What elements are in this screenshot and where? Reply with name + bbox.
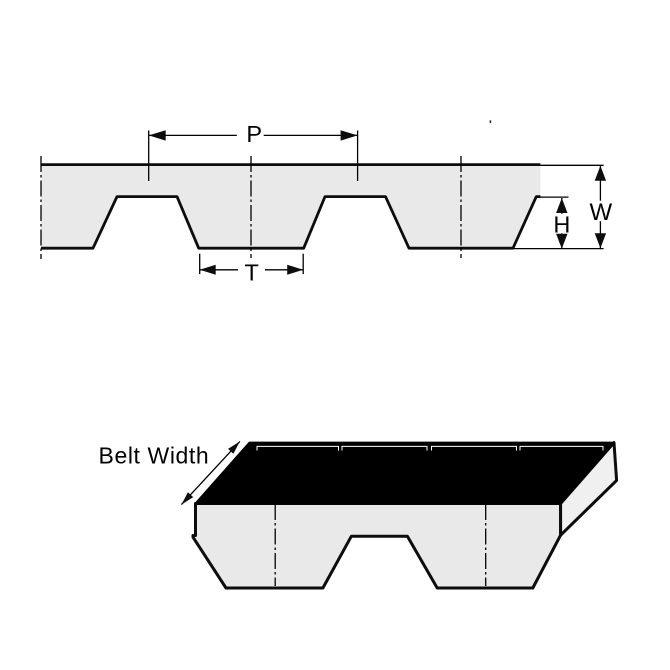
svg-text:P: P <box>246 121 262 147</box>
svg-text:H: H <box>553 212 570 238</box>
svg-text:W: W <box>589 199 612 226</box>
svg-text:T: T <box>245 260 259 286</box>
svg-text:Belt Width: Belt Width <box>99 443 210 469</box>
